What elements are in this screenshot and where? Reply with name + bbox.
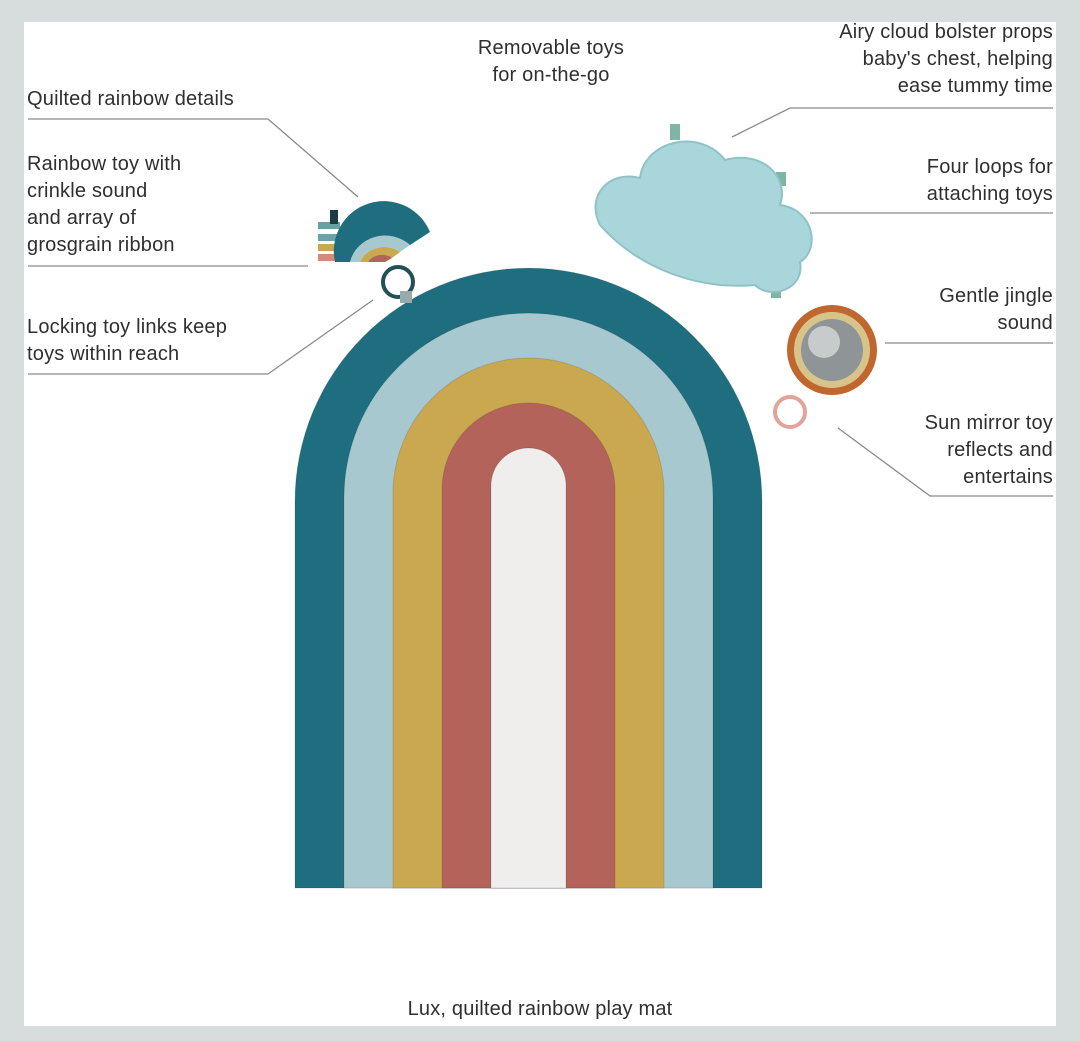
callout-lines [28,107,1053,497]
label-four-loops: Four loops for attaching toys [926,156,1053,205]
sun-mirror-toy [773,305,877,429]
label-removable-toys: Removable toys for on-the-go [477,37,625,86]
rainbow-toy [318,201,430,303]
label-locking-toy-links: Locking toy links keep toys within reach [27,316,228,365]
mat-band-white [490,447,567,889]
cloud-pillow [594,124,813,298]
label-rainbow-toy: Rainbow toy with crinkle sound and array… [27,153,182,256]
label-sun-mirror: Sun mirror toy reflects and entertains [924,412,1053,488]
caption: Lux, quilted rainbow play mat [407,998,673,1020]
label-quilted-rainbow-details: Quilted rainbow details [27,88,234,110]
label-gentle-jingle: Gentle jingle sound [939,285,1053,334]
label-cloud-bolster: Airy cloud bolster props baby's chest, h… [839,21,1053,97]
rainbow-play-mat [294,267,763,889]
